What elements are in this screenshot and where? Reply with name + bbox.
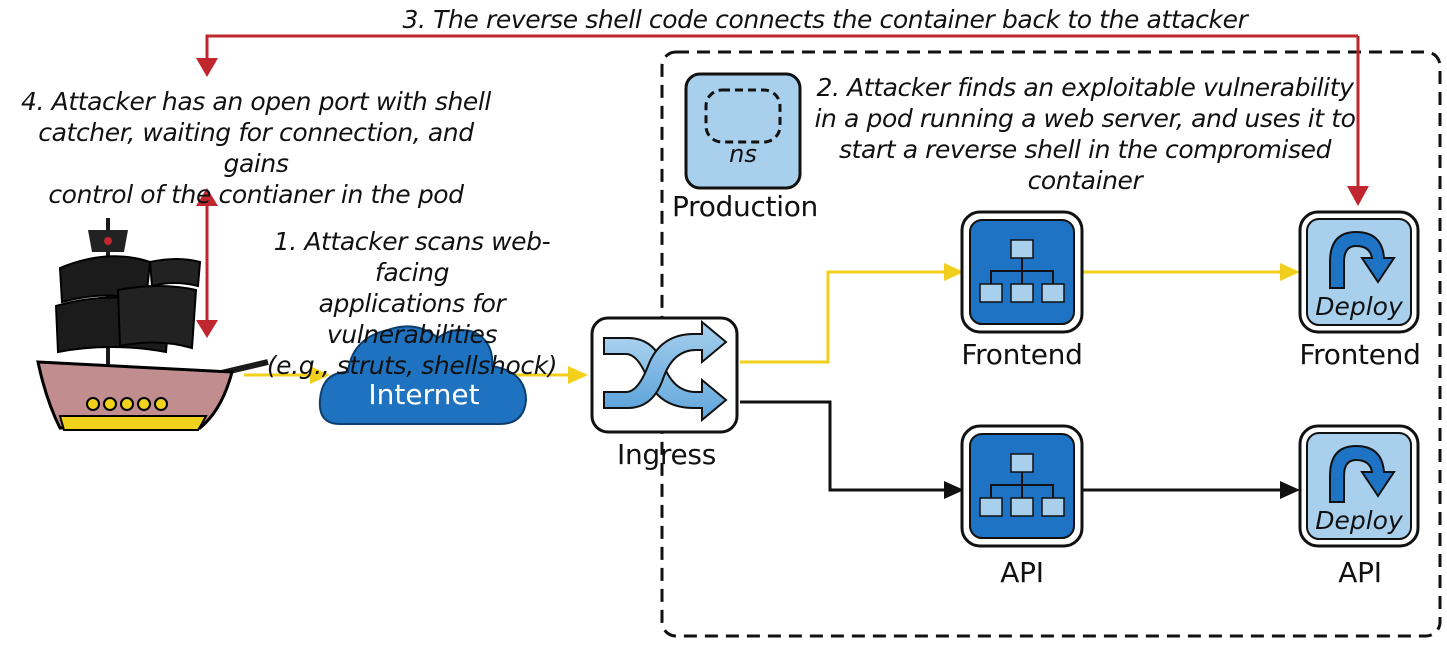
api-deploy-label: API [1338, 556, 1382, 589]
frontend-service-label: Frontend [961, 338, 1083, 371]
step-2-line: in a pod running a web server, and uses … [814, 104, 1356, 133]
arrowhead [1280, 263, 1300, 281]
api-deploy-icon-label: Deploy [1315, 506, 1403, 535]
namespace-icon-label: ns [729, 140, 757, 168]
step-2-line: container [1027, 166, 1143, 195]
arrowhead [310, 366, 330, 384]
arrowhead [1280, 481, 1300, 499]
namespace-icon [684, 72, 802, 190]
step-1-line: 1. Attacker scans web-facing [273, 227, 551, 287]
production-label: Production [672, 190, 818, 223]
internet-label: Internet [368, 378, 480, 411]
arrowhead [944, 263, 964, 281]
frontend-deploy-label: Frontend [1299, 338, 1421, 371]
api-service-label: API [1000, 556, 1044, 589]
step-4-text: 4. Attacker has an open port with shell … [6, 86, 506, 210]
step-1-text: 1. Attacker scans web-facing application… [242, 226, 582, 381]
api-path-black [740, 400, 1282, 492]
internet-cloud-icon [318, 325, 528, 425]
arrowhead [944, 481, 964, 499]
shell-catcher-double-arrow [196, 188, 218, 338]
frontend-deploy-icon [1298, 210, 1420, 334]
ingress-icon [590, 316, 739, 434]
step-2-line: start a reverse shell in the compromised [838, 135, 1332, 164]
attacker-ship-icon [36, 218, 269, 431]
frontend-service-icon [960, 210, 1084, 334]
ingress-label: Ingress [617, 438, 716, 471]
api-deploy-icon [1298, 424, 1420, 548]
step-4-line: catcher, waiting for connection, and gai… [38, 118, 474, 178]
attack-path-yellow [244, 270, 1282, 377]
step-3-text: 3. The reverse shell code connects the c… [402, 5, 1248, 34]
api-service-icon [960, 424, 1084, 548]
step-1-line: (e.g., struts, shellshock) [266, 351, 558, 380]
arrowhead [568, 366, 588, 384]
step-2-line: 2. Attacker finds an exploitable vulnera… [816, 73, 1354, 102]
reverse-shell-connection [196, 34, 1369, 206]
step-4-line: 4. Attacker has an open port with shell [21, 87, 491, 116]
frontend-deploy-icon-label: Deploy [1315, 292, 1403, 321]
step-1-line: applications for vulnerabilities [318, 289, 506, 349]
step-4-line: control of the contianer in the pod [48, 180, 464, 209]
step-2-text: 2. Attacker finds an exploitable vulnera… [810, 72, 1360, 196]
